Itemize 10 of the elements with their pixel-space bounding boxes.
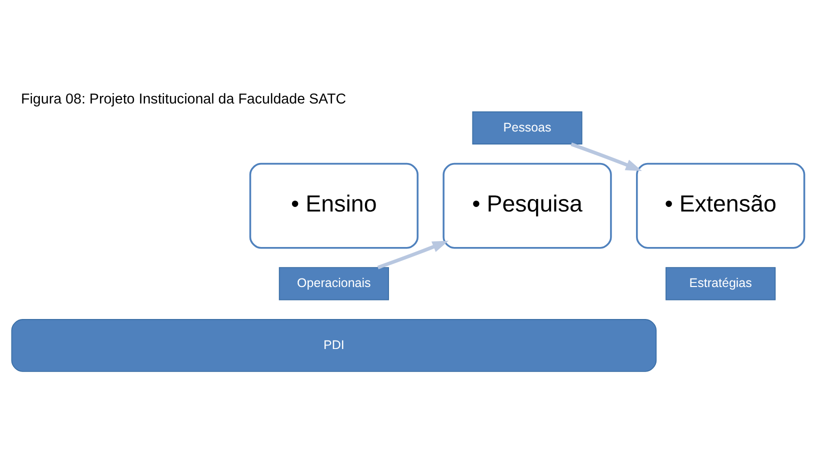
node-box: Operacionais bbox=[278, 266, 389, 300]
arrow bbox=[570, 142, 642, 170]
node-box: Estratégias bbox=[666, 266, 776, 300]
node-box: Pessoas bbox=[472, 110, 582, 144]
arrow bbox=[377, 240, 449, 269]
node-box: • Pesquisa bbox=[442, 162, 612, 248]
diagram-title: Figura 08: Projeto Institucional da Faculdade SATC bbox=[21, 91, 346, 108]
node-box: • Extensão bbox=[636, 162, 806, 248]
node-box: PDI bbox=[11, 318, 657, 372]
node-box: • Ensino bbox=[249, 162, 419, 248]
